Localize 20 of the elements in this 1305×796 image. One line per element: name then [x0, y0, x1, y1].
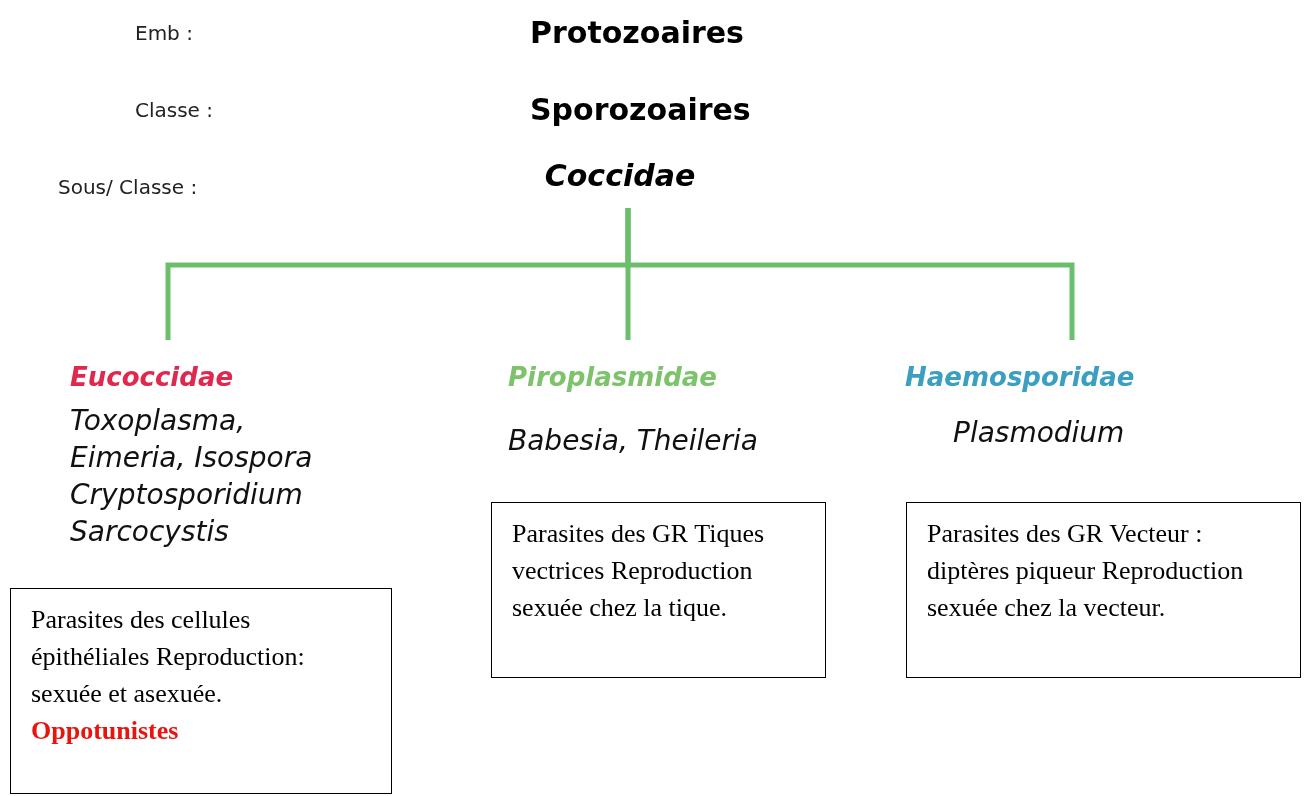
genus-list: Plasmodium [905, 414, 1195, 451]
description-text: Parasites des GR Vecteur : diptères piqueur Reproduction sexuée chez la vecteur. [927, 518, 1245, 624]
group-heading: Piroplasmidae [508, 361, 718, 394]
emphasis-text: Oppotunistes [31, 715, 180, 747]
tree-connector [625, 208, 1075, 340]
taxon-name: Coccidae [544, 158, 696, 194]
description-text: Parasites des cellules épithéliales Reproduction: sexuée et asexuée. [31, 604, 306, 710]
rank-label: Classe : [135, 97, 214, 124]
rank-label: Sous/ Classe : [58, 174, 198, 201]
text-box [10, 588, 392, 794]
text-box [906, 502, 1301, 678]
text-box [491, 502, 826, 678]
rank-label: Emb : [135, 20, 193, 47]
description-text: Parasites des GR Tiques vectrices Reproduction sexuée chez la tique. [512, 518, 766, 624]
genus-list: Babesia, Theileria [508, 422, 788, 459]
rank-name: Protozoaires [530, 14, 744, 52]
rank-name: Sporozoaires [530, 91, 751, 129]
group-heading: Haemosporidae [905, 361, 1136, 394]
group-heading: Eucoccidae [70, 361, 235, 394]
genus-list: Toxoplasma, Eimeria, Isospora Cryptosporidium Sarcocystis [70, 402, 355, 550]
